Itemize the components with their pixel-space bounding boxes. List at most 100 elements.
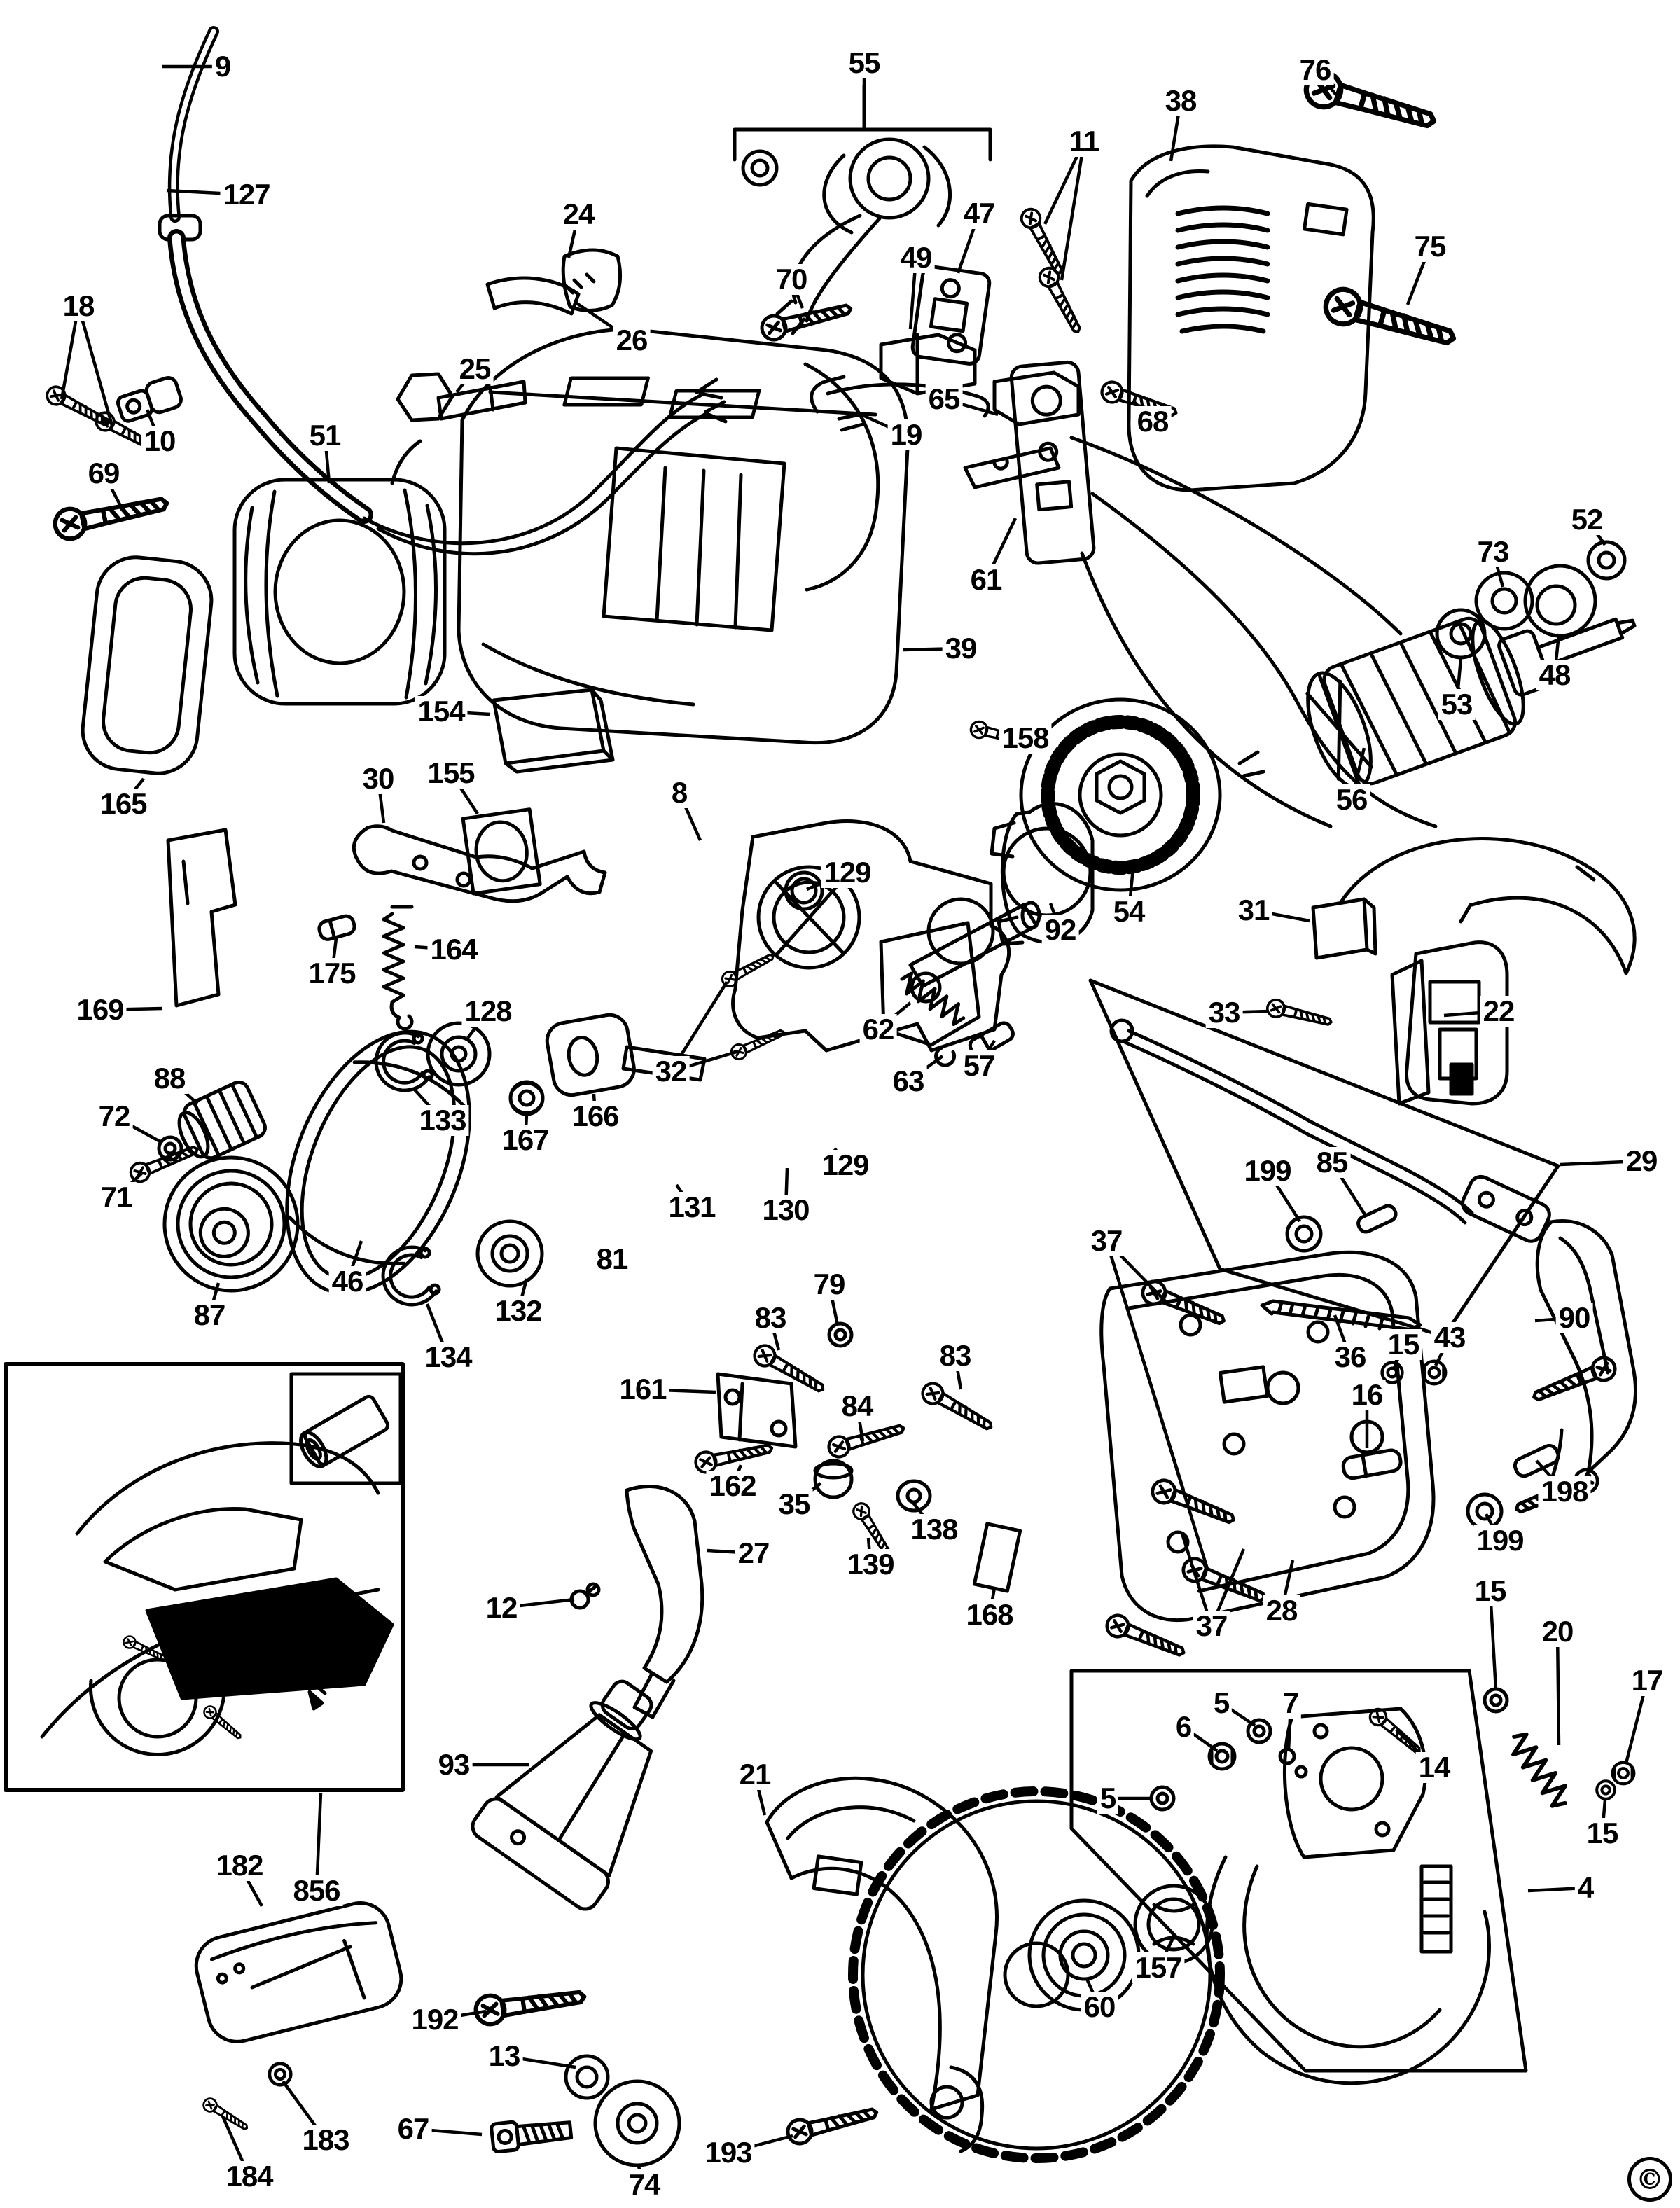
part-label-38: 38 — [1162, 85, 1200, 116]
leader-line-37 — [1104, 1240, 1209, 1569]
part-label-128: 128 — [461, 996, 515, 1027]
leader-line-18 — [76, 305, 114, 426]
part-label-25: 25 — [456, 354, 494, 384]
part-label-37: 37 — [1193, 1611, 1230, 1641]
part-label-19: 19 — [887, 419, 925, 450]
part-label-21: 21 — [736, 1759, 774, 1790]
part-label-166: 166 — [569, 1101, 622, 1132]
part-label-199: 199 — [1473, 1525, 1527, 1556]
part-label-79: 79 — [810, 1269, 848, 1300]
part-label-162: 162 — [706, 1471, 759, 1501]
part-label-11: 11 — [1066, 126, 1102, 157]
part-label-13: 13 — [485, 2041, 523, 2071]
part-label-92: 92 — [1041, 915, 1079, 945]
part-label-5: 5 — [1097, 1783, 1119, 1814]
part-label-10: 10 — [141, 426, 179, 457]
part-label-68: 68 — [1134, 406, 1172, 437]
part-label-27: 27 — [735, 1538, 772, 1569]
part-label-12: 12 — [483, 1592, 520, 1623]
part-label-75: 75 — [1411, 231, 1449, 262]
part-label-15: 15 — [1471, 1576, 1509, 1606]
part-label-24: 24 — [560, 199, 597, 230]
leader-line-18 — [60, 305, 81, 400]
part-label-70: 70 — [772, 264, 810, 295]
part-label-49: 49 — [897, 242, 935, 273]
part-label-32: 32 — [652, 1056, 690, 1087]
part-label-132: 132 — [492, 1296, 545, 1326]
part-label-15: 15 — [1583, 1818, 1621, 1849]
part-label-33: 33 — [1205, 997, 1243, 1028]
part-label-51: 51 — [306, 420, 344, 451]
part-label-83: 83 — [751, 1303, 789, 1333]
part-label-131: 131 — [665, 1192, 718, 1223]
part-label-167: 167 — [499, 1125, 552, 1155]
part-label-165: 165 — [97, 789, 150, 819]
part-label-130: 130 — [759, 1195, 812, 1225]
part-label-139: 139 — [844, 1549, 897, 1580]
part-label-36: 36 — [1331, 1342, 1369, 1373]
part-label-90: 90 — [1555, 1303, 1593, 1333]
part-label-53: 53 — [1438, 689, 1476, 720]
part-label-18: 18 — [60, 291, 97, 321]
part-label-169: 169 — [74, 994, 127, 1025]
part-label-43: 43 — [1431, 1322, 1469, 1353]
part-label-192: 192 — [408, 2004, 461, 2035]
part-label-183: 183 — [299, 2125, 352, 2155]
part-label-157: 157 — [1132, 1952, 1185, 1983]
part-label-55: 55 — [845, 48, 883, 78]
part-label-52: 52 — [1568, 504, 1606, 535]
part-label-5: 5 — [1210, 1688, 1233, 1719]
part-label-56: 56 — [1333, 784, 1370, 815]
part-label-175: 175 — [305, 958, 359, 989]
part-label-182: 182 — [213, 1850, 266, 1881]
part-label-134: 134 — [422, 1342, 475, 1373]
part-label-15: 15 — [1384, 1329, 1422, 1360]
part-label-133: 133 — [416, 1105, 469, 1136]
part-label-72: 72 — [95, 1101, 133, 1132]
part-label-67: 67 — [394, 2113, 432, 2144]
part-label-73: 73 — [1474, 536, 1512, 567]
part-label-69: 69 — [85, 458, 123, 489]
part-label-6: 6 — [1172, 1711, 1195, 1742]
part-label-154: 154 — [415, 696, 468, 727]
part-label-83: 83 — [936, 1340, 974, 1371]
part-label-8: 8 — [668, 777, 690, 808]
leader-line-11 — [1060, 141, 1086, 281]
part-label-138: 138 — [908, 1514, 961, 1545]
part-label-35: 35 — [775, 1489, 813, 1520]
part-label-61: 61 — [967, 564, 1005, 595]
part-label-14: 14 — [1415, 1752, 1453, 1783]
part-label-161: 161 — [616, 1374, 669, 1405]
leader-line-15 — [1488, 1590, 1498, 1691]
part-label-85: 85 — [1313, 1147, 1351, 1178]
part-label-9: 9 — [211, 51, 234, 82]
part-label-184: 184 — [223, 2161, 276, 2192]
part-label-127: 127 — [220, 179, 273, 210]
part-label-46: 46 — [328, 1266, 366, 1297]
part-label-84: 84 — [838, 1391, 876, 1422]
part-label-129: 129 — [819, 1150, 872, 1181]
part-label-28: 28 — [1263, 1595, 1300, 1626]
part-label-93: 93 — [435, 1749, 473, 1780]
part-label-17: 17 — [1628, 1665, 1666, 1696]
part-label-37: 37 — [1088, 1225, 1125, 1256]
part-label-62: 62 — [859, 1014, 897, 1045]
part-label-74: 74 — [625, 2169, 663, 2200]
part-label-129: 129 — [821, 857, 874, 888]
part-label-30: 30 — [359, 763, 397, 794]
part-label-20: 20 — [1539, 1616, 1576, 1647]
part-label-158: 158 — [999, 723, 1052, 754]
part-label-60: 60 — [1081, 1992, 1118, 2022]
leader-line-856 — [314, 1792, 323, 1891]
copyright-mark: © — [1627, 2157, 1672, 2202]
part-label-76: 76 — [1296, 55, 1334, 85]
part-label-29: 29 — [1623, 1146, 1660, 1176]
part-label-48: 48 — [1536, 660, 1574, 690]
part-label-7: 7 — [1279, 1688, 1302, 1719]
part-label-71: 71 — [97, 1182, 135, 1213]
part-label-54: 54 — [1110, 896, 1148, 927]
part-label-164: 164 — [427, 934, 480, 965]
part-label-31: 31 — [1235, 895, 1272, 926]
